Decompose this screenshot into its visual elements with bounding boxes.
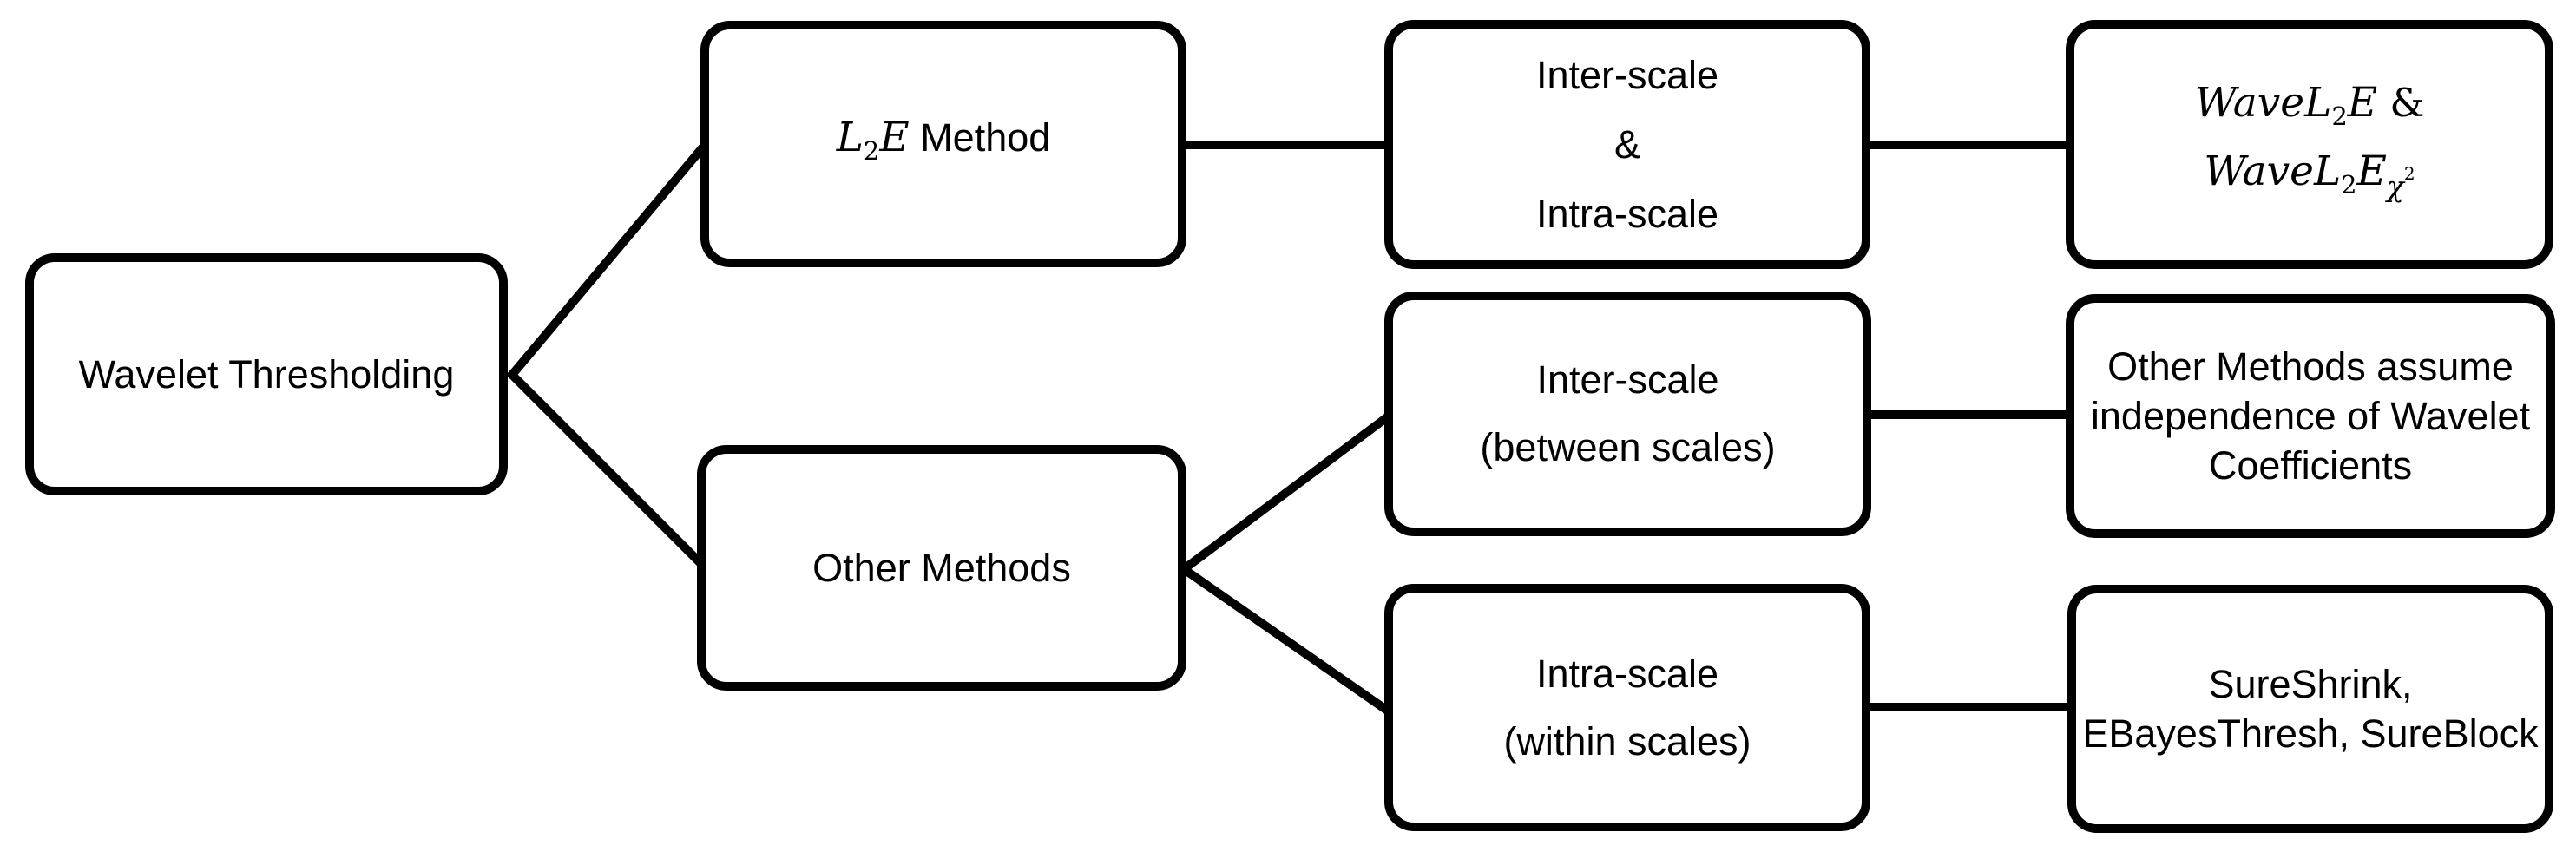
node-intra-scale-methods: SureShrink, EBayesThresh, SureBlock (2067, 585, 2553, 833)
math-chi-superscript-2: 2 (2403, 163, 2415, 184)
math-subscript-2: 2 (2341, 170, 2357, 200)
node-label-line: EBayesThresh, SureBlock (2082, 711, 2539, 756)
math-subscript-2: 2 (2331, 102, 2348, 131)
node-label-line: & (1613, 121, 1640, 167)
node-label: Wavelet Thresholding (78, 351, 455, 397)
node-label: Other Methods (812, 545, 1071, 590)
node-independence-assumption: Other Methods assume independence of Wav… (2066, 294, 2555, 538)
math-subscript-chi: χ (2386, 169, 2404, 203)
node-label-line: WaveL2E & (2195, 75, 2425, 144)
node-label: L2E Method (837, 113, 1051, 176)
node-label-line: WaveL2Eχ2 (2204, 144, 2415, 213)
method-suffix: Method (909, 115, 1051, 160)
node-label-line: SureShrink, (2208, 662, 2413, 706)
node-label-line: Coefficients (2208, 443, 2413, 488)
node-inter-and-intra-scale: Inter-scale & Intra-scale (1384, 20, 1870, 269)
connector-root-to-other-methods (505, 368, 712, 574)
math-wavel: WaveL (2194, 79, 2332, 127)
node-other-methods: Other Methods (697, 445, 1186, 691)
node-inter-scale-between: Inter-scale (between scales) (1384, 292, 1871, 536)
math-l: L (836, 113, 864, 161)
node-label-line: Inter-scale (1535, 52, 1719, 97)
node-label-line: independence of Wavelet (2090, 394, 2531, 438)
node-intra-scale-within: Intra-scale (within scales) (1384, 584, 1870, 831)
node-label-line: Intra-scale (1535, 191, 1719, 236)
connector-other-to-inter-scale (1178, 409, 1396, 575)
node-label-line: Other Methods assume (2107, 344, 2514, 389)
math-subscript-2: 2 (863, 135, 880, 166)
node-label-line: (between scales) (1480, 425, 1776, 469)
node-label-line: Intra-scale (1535, 651, 1719, 696)
node-wavelet-thresholding: Wavelet Thresholding (25, 253, 508, 495)
node-wavel2e-methods: WaveL2E & WaveL2Eχ2 (2066, 20, 2553, 269)
node-label-line: (within scales) (1503, 718, 1751, 764)
ampersand: & (2377, 80, 2425, 126)
math-e: E (2356, 147, 2387, 195)
math-wavel: WaveL (2204, 147, 2342, 195)
connector-other-to-intra-scale (1178, 563, 1395, 718)
connector-root-to-l2e-method (505, 138, 712, 382)
node-label-line: Inter-scale (1536, 357, 1719, 402)
math-e: E (2347, 79, 2378, 127)
node-l2e-method: L2E Method (700, 21, 1186, 267)
math-e: E (879, 113, 910, 161)
